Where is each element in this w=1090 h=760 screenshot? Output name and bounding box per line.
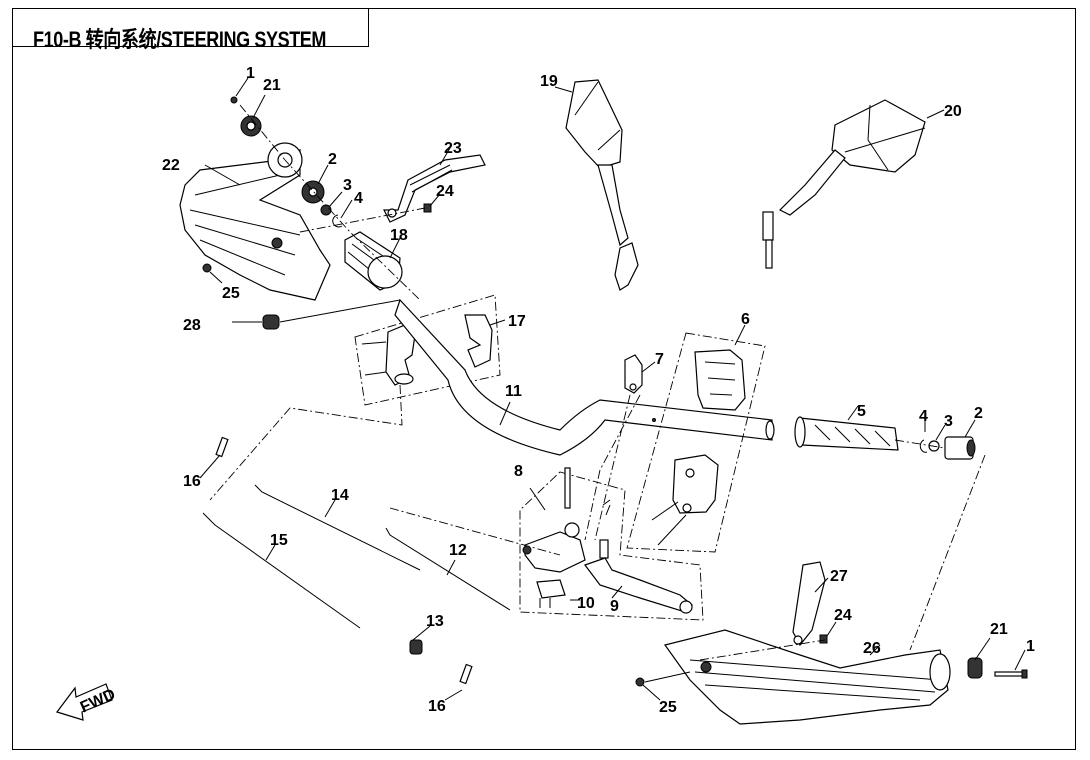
cable-15 (202, 512, 361, 629)
bar-end-weight-2-right (944, 436, 976, 460)
callout-18: 18 (390, 227, 408, 244)
callout-2: 2 (328, 151, 337, 168)
callout-10: 10 (577, 595, 595, 612)
callout-15: 15 (270, 532, 288, 549)
callout-4-right: 4 (919, 408, 928, 425)
handlebar-11 (394, 298, 775, 456)
callout-12: 12 (449, 542, 467, 559)
plug-28 (262, 314, 280, 330)
screw-25-left (202, 263, 212, 273)
callout-16-lower: 16 (428, 698, 446, 715)
bushing-21-left (240, 115, 262, 137)
screw-1-left (230, 96, 238, 104)
bracket-27 (792, 561, 826, 647)
switch-6-group-box (626, 332, 766, 553)
callout-24-right: 24 (834, 607, 852, 624)
title-box: F10-B 转向系统/STEERING SYSTEM (12, 8, 369, 52)
callout-3-right: 3 (944, 413, 953, 430)
cable-14 (254, 484, 421, 571)
clip-16-upper (215, 436, 229, 458)
page-title: F10-B 转向系统/STEERING SYSTEM (33, 27, 327, 52)
clip-16-lower (459, 663, 473, 685)
callout-25-right: 25 (659, 699, 677, 716)
cable-12 (385, 527, 511, 611)
nut-24-right (819, 634, 828, 644)
callout-6: 6 (741, 311, 750, 328)
callout-22: 22 (162, 157, 180, 174)
callout-11: 11 (505, 383, 522, 400)
throttle-grip-5 (794, 416, 899, 451)
bushing-21-right (967, 657, 983, 679)
circlip-4-left (332, 214, 343, 228)
nut-24-left (423, 203, 432, 213)
bolt-1-right (994, 669, 1028, 679)
callout-20: 20 (944, 103, 962, 120)
circlip-4-right (919, 439, 928, 453)
callout-5: 5 (857, 403, 866, 420)
fwd-arrow-icon: FWD (56, 683, 118, 721)
diagram-frame (12, 8, 1076, 750)
callout-9: 9 (610, 598, 619, 615)
lever-9 (584, 539, 693, 614)
callout-28: 28 (183, 317, 201, 334)
callout-16-upper: 16 (183, 473, 201, 490)
left-handguard-22 (179, 142, 331, 301)
callout-17: 17 (508, 313, 526, 330)
mirror-20-right (762, 99, 926, 269)
callout-25: 25 (222, 285, 240, 302)
callout-labels: 1 21 22 2 3 4 23 24 18 25 28 17 19 20 6 … (162, 65, 1035, 716)
screw-25-right (635, 677, 645, 687)
callout-26: 26 (863, 640, 881, 657)
grip-18-left (344, 231, 403, 291)
callout-1-right: 1 (1026, 638, 1035, 655)
callout-21-right: 21 (990, 621, 1008, 638)
callout-7: 7 (655, 351, 664, 368)
callout-21: 21 (263, 77, 281, 94)
kill-switch-7 (624, 354, 643, 394)
callout-4: 4 (354, 190, 363, 207)
callout-3: 3 (343, 177, 352, 194)
callout-27: 27 (830, 568, 848, 585)
master-cylinder-8 (522, 467, 586, 573)
callout-24: 24 (436, 183, 454, 200)
callout-8: 8 (514, 463, 523, 480)
bracket-23 (383, 154, 486, 223)
switch-10 (536, 579, 566, 608)
right-handguard-26 (663, 629, 951, 725)
callout-2-right: 2 (974, 405, 983, 422)
clamp-17 (361, 314, 493, 386)
callout-19: 19 (540, 73, 558, 90)
switch-housing-6-upper (694, 349, 746, 411)
callout-23: 23 (444, 140, 462, 157)
clamp-13 (409, 639, 423, 655)
callout-13: 13 (426, 613, 444, 630)
switch-housing-6-lower (651, 454, 719, 546)
callout-1: 1 (246, 65, 255, 82)
mirror-19-left (565, 79, 639, 291)
clamp-17-group-box (354, 294, 501, 406)
callout-14: 14 (331, 487, 349, 504)
lever-8-group-box (519, 471, 704, 621)
bar-end-weight-2-left (301, 180, 325, 204)
